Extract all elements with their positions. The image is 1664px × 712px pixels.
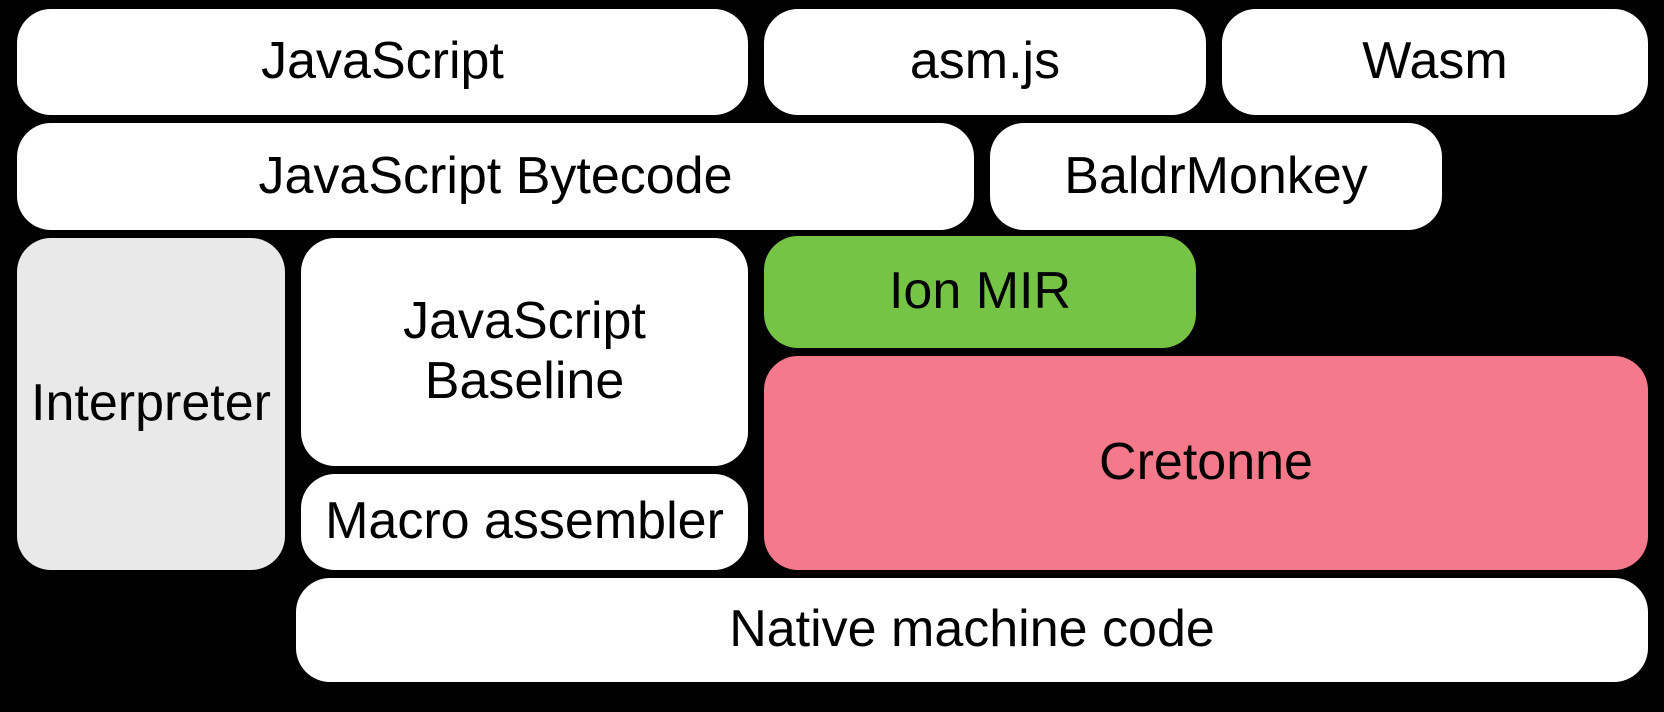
box-wasm-label: Wasm (1362, 32, 1508, 91)
box-ion-mir-label: Ion MIR (888, 262, 1072, 321)
box-baldrmonkey: BaldrMonkey (990, 123, 1442, 230)
box-native-machine-code-label: Native machine code (729, 600, 1215, 659)
box-native-machine-code: Native machine code (296, 578, 1648, 682)
box-baldrmonkey-label: BaldrMonkey (1064, 146, 1368, 205)
box-asmjs-label: asm.js (909, 32, 1061, 91)
box-macro-assembler: Macro assembler (301, 474, 748, 570)
box-macro-assembler-label: Macro assembler (325, 492, 724, 551)
box-javascript-baseline: JavaScript Baseline (301, 238, 748, 466)
box-javascript-baseline-label-line2: Baseline (424, 352, 625, 410)
box-javascript-baseline-label-line1: JavaScript (403, 292, 646, 351)
box-cretonne: Cretonne (764, 356, 1648, 570)
box-interpreter-label: Interpreter (31, 374, 271, 433)
box-asmjs: asm.js (764, 9, 1206, 115)
box-cretonne-label: Cretonne (1099, 433, 1313, 492)
box-ion-mir: Ion MIR (764, 236, 1196, 348)
box-javascript-bytecode-label: JavaScript Bytecode (258, 146, 733, 205)
box-javascript-label: JavaScript (261, 32, 504, 91)
box-wasm: Wasm (1222, 9, 1648, 115)
box-javascript: JavaScript (17, 9, 748, 115)
box-interpreter: Interpreter (17, 238, 285, 570)
box-javascript-bytecode: JavaScript Bytecode (17, 123, 974, 230)
